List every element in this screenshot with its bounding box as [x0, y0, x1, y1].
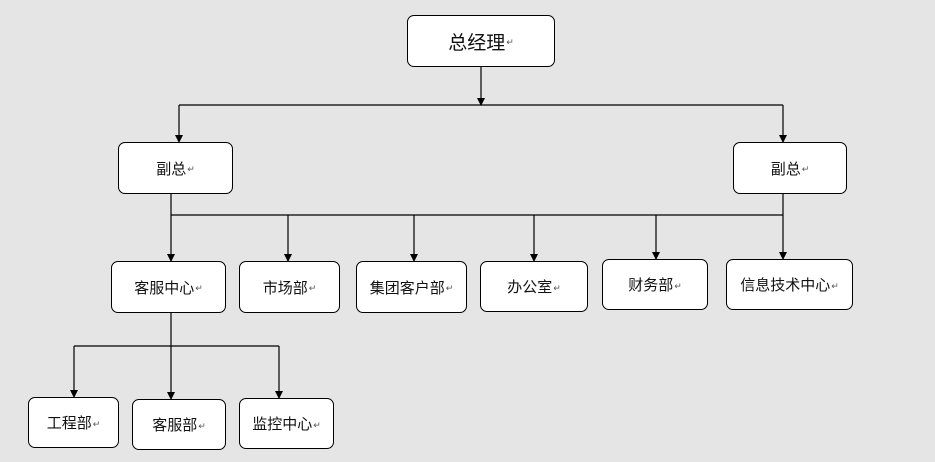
node-dept-group-clients: 集团客户部↵ — [356, 261, 467, 313]
paragraph-mark: ↵ — [195, 284, 203, 294]
node-dept-customer-service-center: 客服中心↵ — [111, 261, 226, 313]
paragraph-mark: ↵ — [506, 38, 514, 48]
paragraph-mark: ↵ — [445, 284, 454, 294]
paragraph-mark: ↵ — [553, 283, 561, 294]
paragraph-mark: ↵ — [198, 421, 206, 432]
node-sub-customer-service: 客服部↵ — [132, 399, 226, 450]
paragraph-mark: ↵ — [92, 419, 101, 430]
node-label: 市场部 — [262, 278, 308, 297]
node-label: 办公室 — [507, 278, 553, 296]
node-dept-it-center: 信息技术中心↵ — [726, 259, 853, 310]
node-general-manager: 总经理↵ — [407, 15, 555, 67]
paragraph-mark: ↵ — [831, 281, 839, 292]
paragraph-mark: ↵ — [674, 281, 682, 292]
node-label: 副总 — [770, 159, 801, 178]
paragraph-mark: ↵ — [801, 165, 810, 175]
paragraph-mark: ↵ — [308, 284, 317, 294]
node-label: 信息技术中心 — [740, 276, 831, 294]
paragraph-mark: ↵ — [313, 420, 321, 431]
node-sub-monitoring-center: 监控中心↵ — [239, 398, 334, 449]
node-label: 监控中心 — [252, 415, 313, 433]
node-label: 客服部 — [152, 416, 198, 434]
node-label: 副总 — [156, 159, 187, 178]
node-dept-office: 办公室↵ — [480, 261, 588, 312]
node-sub-engineering: 工程部↵ — [28, 397, 119, 448]
node-label: 客服中心 — [134, 278, 195, 297]
node-label: 集团客户部 — [369, 278, 445, 297]
node-dept-finance: 财务部↵ — [602, 259, 708, 310]
paragraph-mark: ↵ — [187, 165, 195, 175]
node-deputy-left: 副总↵ — [118, 142, 233, 194]
node-label: 工程部 — [46, 414, 92, 432]
node-deputy-right: 副总↵ — [733, 142, 847, 194]
node-dept-marketing: 市场部↵ — [239, 261, 340, 313]
node-label: 财务部 — [628, 276, 674, 294]
node-label: 总经理 — [448, 31, 506, 54]
